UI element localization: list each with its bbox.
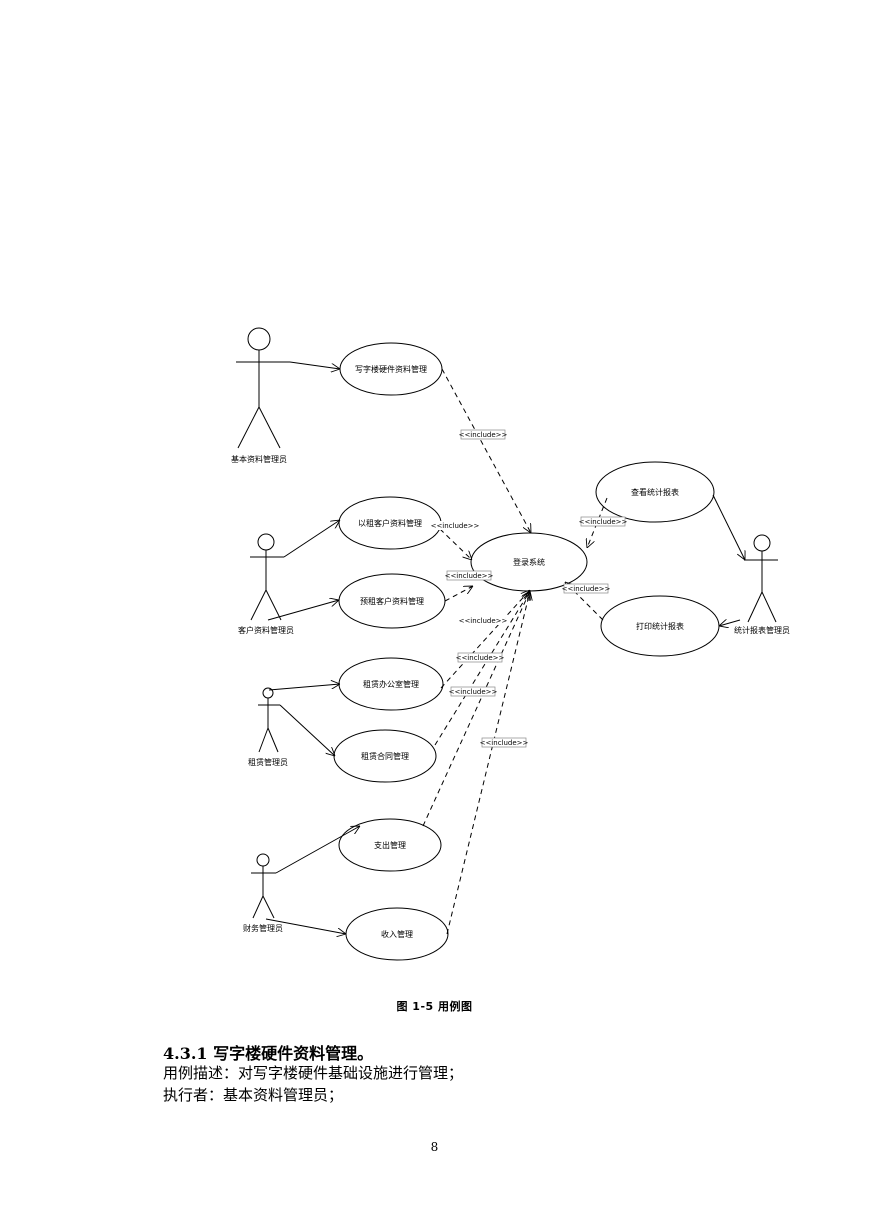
- include-labels: <<include>> <<include>> <<include>> <<in…: [431, 429, 628, 748]
- use-case-label: 收入管理: [381, 929, 413, 939]
- actor-label: 统计报表管理员: [734, 625, 790, 635]
- actor-report-admin: [744, 534, 778, 623]
- actor-customer-admin: [250, 533, 284, 621]
- include-label: <<include>>: [459, 617, 508, 625]
- include-label: <<include>>: [480, 739, 529, 747]
- actor-label: 租赁管理员: [248, 757, 288, 767]
- use-case-label: 写字楼硬件资料管理: [355, 364, 427, 374]
- use-case-label: 登录系统: [513, 557, 545, 567]
- use-case-actor: 执行者：基本资料管理员；: [163, 1086, 344, 1104]
- use-case-description: 用例描述：对写字楼硬件基础设施进行管理；: [163, 1064, 464, 1082]
- actor-basic-admin: [236, 327, 290, 449]
- use-case-label: 租赁办公室管理: [363, 679, 419, 689]
- actor-labels: 基本资料管理员 客户资料管理员 租赁管理员 财务管理员 统计报表管理员: [231, 454, 790, 933]
- section-heading: 4.3.1 写字楼硬件资料管理。: [163, 1044, 374, 1063]
- use-case-label: 查看统计报表: [631, 487, 679, 497]
- use-case-view-report: [595, 461, 715, 523]
- page-number: 8: [430, 1140, 439, 1154]
- include-dependencies: [422, 368, 608, 935]
- include-label: <<include>>: [449, 688, 498, 696]
- include-label: <<include>>: [445, 572, 494, 580]
- associations: [265, 361, 745, 934]
- include-label: <<include>>: [562, 585, 611, 593]
- use-case-label: 以租客户资料管理: [358, 518, 422, 528]
- actor-label: 客户资料管理员: [238, 625, 294, 635]
- use-case-expense: [338, 818, 442, 872]
- actor-lease-admin: [258, 687, 280, 753]
- use-case-label: 租赁合同管理: [361, 751, 409, 761]
- include-label: <<include>>: [456, 654, 505, 662]
- use-case-labels: 写字楼硬件资料管理 以租客户资料管理 预租客户资料管理 租赁办公室管理 租赁合同…: [355, 364, 684, 939]
- use-case-label: 支出管理: [374, 840, 406, 850]
- actor-finance-admin: [251, 853, 276, 919]
- include-label: <<include>>: [459, 431, 508, 439]
- actor-label: 财务管理员: [243, 923, 283, 933]
- actor-label: 基本资料管理员: [231, 454, 287, 464]
- use-case-label: 打印统计报表: [636, 621, 684, 631]
- include-label: <<include>>: [431, 522, 480, 530]
- figure-caption: 图 1-5 用例图: [396, 1000, 473, 1013]
- include-label: <<include>>: [579, 518, 628, 526]
- use-case-label: 预租客户资料管理: [360, 596, 424, 606]
